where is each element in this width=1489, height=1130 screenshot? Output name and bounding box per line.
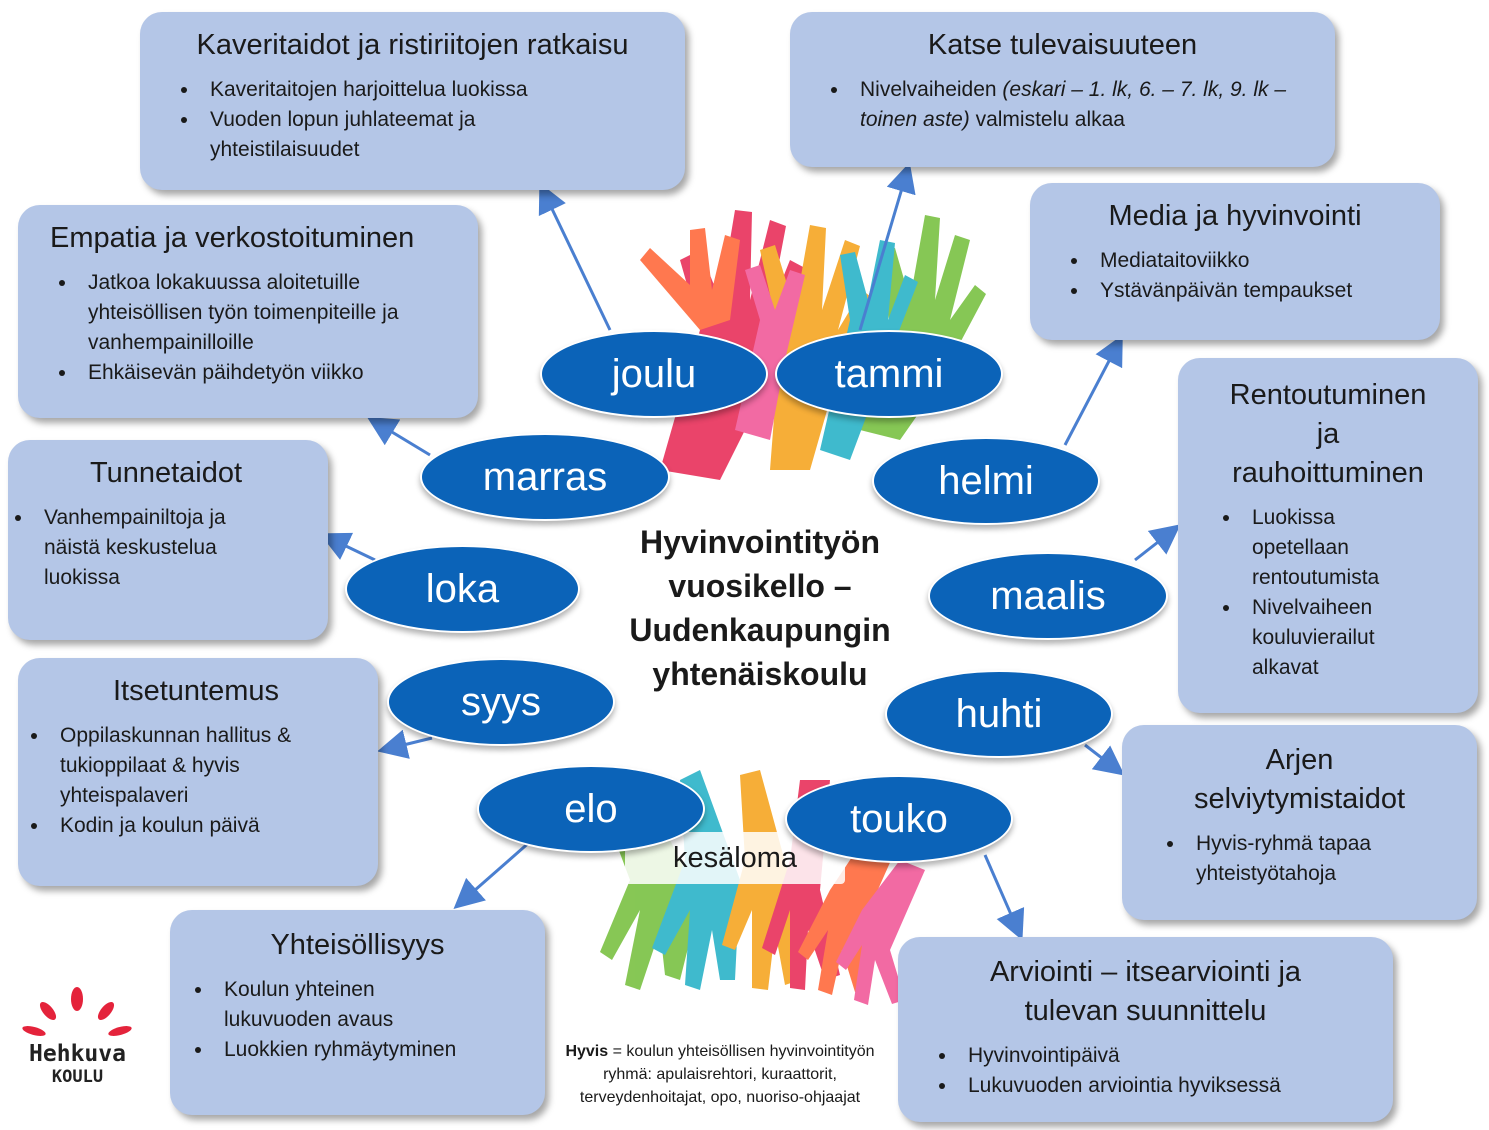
title-line: Uudenkaupungin — [629, 612, 891, 648]
hyvis-note: Hyvis = koulun yhteisöllisen hyvinvointi… — [560, 1040, 880, 1109]
box-arviointi: Arviointi – itsearviointi ja tulevan suu… — [898, 937, 1393, 1122]
month-tammi: tammi — [775, 330, 1003, 418]
list-item: Luokkien ryhmäytyminen — [214, 1035, 531, 1065]
note-bold: Hyvis — [565, 1043, 609, 1060]
box-title-line: Arviointi – itsearviointi ja — [989, 956, 1302, 988]
month-helmi: helmi — [872, 437, 1100, 525]
box-empatia: Empatia ja verkostoituminen Jatkoa lokak… — [18, 205, 478, 418]
list-item: Mediataitoviikko — [1090, 246, 1420, 276]
list-item: Luokissa opetellaan rentoutumista — [1242, 503, 1422, 593]
box-title: Katse tulevaisuuteen — [927, 29, 1198, 61]
arrow-loka — [319, 532, 376, 562]
item-italic: (eskari – 1. lk, 6. – 7. lk, 9. lk – toi… — [860, 78, 1287, 131]
logo-subtext: KOULU — [51, 1067, 104, 1087]
list-item: Nivelvaiheiden (eskari – 1. lk, 6. – 7. … — [850, 75, 1290, 135]
box-title-line: Rentoutuminen — [1229, 379, 1427, 411]
box-title: Empatia ja verkostoituminen — [50, 222, 415, 254]
arrow-maalis — [1134, 524, 1181, 562]
month-elo: elo — [477, 765, 705, 853]
hehkuva-logo: Hehkuva KOULU — [10, 985, 145, 1095]
list-item: Oppilaskunnan hallitus & tukioppilaat & … — [50, 721, 340, 811]
arrow-helmi — [1063, 334, 1123, 446]
box-katse: Katse tulevaisuuteen Nivelvaiheiden (esk… — [790, 12, 1335, 167]
item-text: Nivelvaiheiden — [860, 78, 1003, 101]
logo-text: Hehkuva — [29, 1041, 126, 1067]
list-item: Hyvis-ryhmä tapaa yhteistyötahoja — [1186, 829, 1426, 889]
box-title: Kaveritaidot ja ristiriitojen ratkaisu — [196, 29, 629, 61]
box-arjen: Arjen selviytymistaidot Hyvis-ryhmä tapa… — [1122, 725, 1477, 920]
title-line: Hyvinvointityön — [639, 524, 880, 560]
arrow-joulu — [538, 182, 612, 331]
box-title: Media ja hyvinvointi — [1108, 200, 1362, 232]
box-itsetuntemus: Itsetuntemus Oppilaskunnan hallitus & tu… — [18, 658, 378, 886]
box-tunnetaidot: Tunnetaidot Vanhempainiltoja ja näistä k… — [8, 440, 328, 640]
box-title: Tunnetaidot — [89, 457, 243, 489]
arrow-syys — [377, 729, 433, 759]
month-huhti: huhti — [885, 670, 1113, 758]
list-item: Vuoden lopun juhlateemat ja yhteistilais… — [200, 105, 540, 165]
box-title-line: tulevan suunnittelu — [1024, 995, 1267, 1027]
note-text: = koulun yhteisöllisen hyvinvointityön r… — [579, 1043, 875, 1106]
month-joulu: joulu — [540, 330, 768, 418]
item-text: valmistelu alkaa — [969, 108, 1125, 131]
arrow-huhti — [1084, 743, 1125, 776]
hand-shape — [798, 830, 900, 995]
hand-shape — [836, 860, 925, 1005]
box-media: Media ja hyvinvointi Mediataitoviikko Ys… — [1030, 183, 1440, 340]
month-marras: marras — [420, 433, 670, 521]
list-item: Ehkäisevän päihdetyön viikko — [78, 358, 458, 388]
list-item: Jatkoa lokakuussa aloitetuille yhteisöll… — [78, 268, 428, 358]
month-syys: syys — [387, 658, 615, 746]
list-item: Kodin ja koulun päivä — [50, 811, 364, 841]
box-title-line: Arjen — [1265, 744, 1334, 776]
arrow-elo — [453, 838, 533, 909]
box-kaveritaidot: Kaveritaidot ja ristiriitojen ratkaisu K… — [140, 12, 685, 190]
list-item: Nivelvaiheen kouluvierailut alkavat — [1242, 593, 1422, 683]
list-item: Koulun yhteinen lukuvuoden avaus — [214, 975, 464, 1035]
list-item: Vanhempainiltoja ja näistä keskustelua l… — [34, 503, 274, 593]
box-rentoutuminen: Rentoutuminen ja rauhoittuminen Luokissa… — [1178, 358, 1478, 713]
title-line: vuosikello – — [668, 568, 852, 604]
logo-rays-icon — [22, 987, 132, 1036]
month-maalis: maalis — [928, 552, 1168, 640]
list-item: Hyvinvointipäivä — [958, 1041, 1379, 1071]
hand-shape — [735, 265, 805, 440]
list-item: Ystävänpäivän tempaukset — [1090, 276, 1420, 306]
box-yhteisollisyys: Yhteisöllisyys Koulun yhteinen lukuvuode… — [170, 910, 545, 1115]
arrow-touko — [983, 854, 1025, 941]
arrow-marras — [366, 416, 431, 457]
month-touko: touko — [785, 775, 1013, 863]
hand-shape — [640, 228, 740, 330]
box-title-line: ja — [1316, 418, 1340, 450]
box-title-line: selviytymistaidot — [1193, 783, 1406, 815]
list-item: Kaveritaitojen harjoittelua luokissa — [200, 75, 665, 105]
list-item: Lukuvuoden arviointia hyviksessä — [958, 1071, 1379, 1101]
box-title: Yhteisöllisyys — [270, 929, 445, 961]
center-title: Hyvinvointityön vuosikello – Uudenkaupun… — [600, 520, 920, 696]
arrow-tammi — [858, 162, 916, 331]
month-loka: loka — [345, 545, 580, 633]
box-title: Itsetuntemus — [112, 675, 280, 707]
box-title-line: rauhoittuminen — [1232, 457, 1424, 489]
title-line: yhtenäiskoulu — [652, 656, 868, 692]
